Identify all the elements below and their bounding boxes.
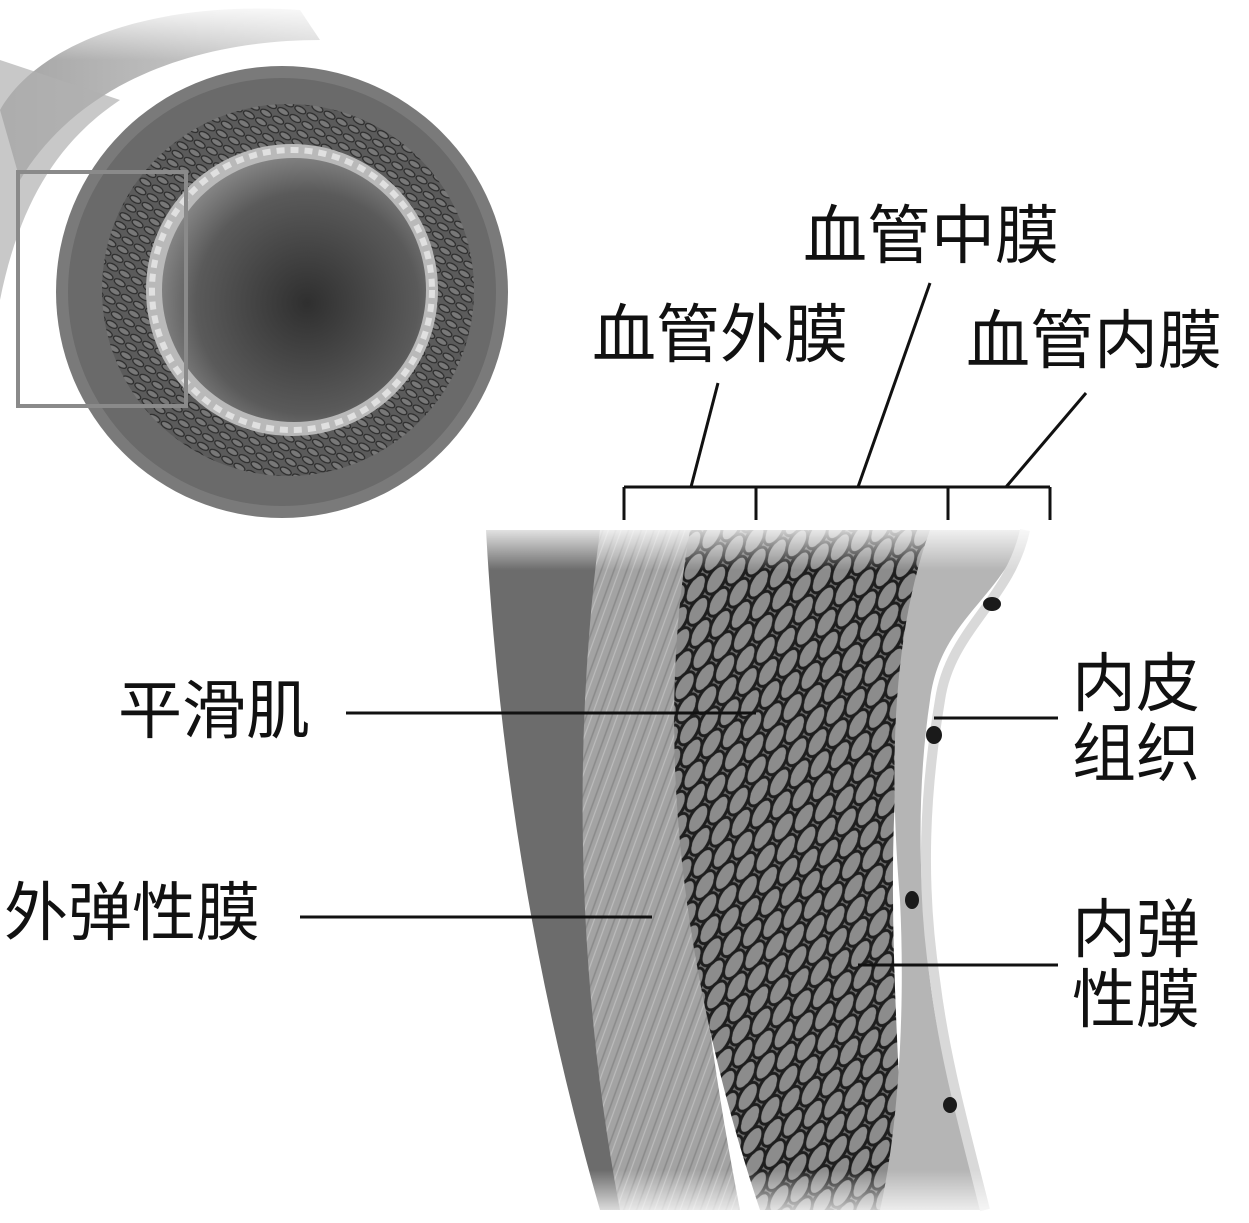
zoom-box	[16, 170, 188, 408]
label-internal-elastic-membrane-line2: 性膜	[1072, 964, 1200, 1039]
vessel-cross-section	[0, 0, 508, 518]
label-tunica-media: 血管中膜	[803, 200, 1059, 274]
label-internal-elastic-membrane: 内弹 性膜	[1072, 896, 1200, 1037]
label-endothelium: 内皮 组织	[1072, 650, 1200, 791]
label-endothelium-line1: 内皮	[1072, 648, 1200, 722]
label-endothelium-line2: 组织	[1072, 718, 1200, 793]
label-smooth-muscle: 平滑肌	[118, 675, 310, 749]
vessel-wall-enlarged	[480, 520, 1040, 1223]
label-external-elastic-membrane: 外弹性膜	[4, 877, 260, 951]
layer-brackets	[622, 282, 1088, 520]
leader-lines	[300, 711, 1058, 967]
label-tunica-adventitia: 血管外膜	[592, 299, 848, 373]
label-tunica-intima: 血管内膜	[966, 305, 1222, 379]
label-internal-elastic-membrane-line1: 内弹	[1072, 894, 1200, 968]
